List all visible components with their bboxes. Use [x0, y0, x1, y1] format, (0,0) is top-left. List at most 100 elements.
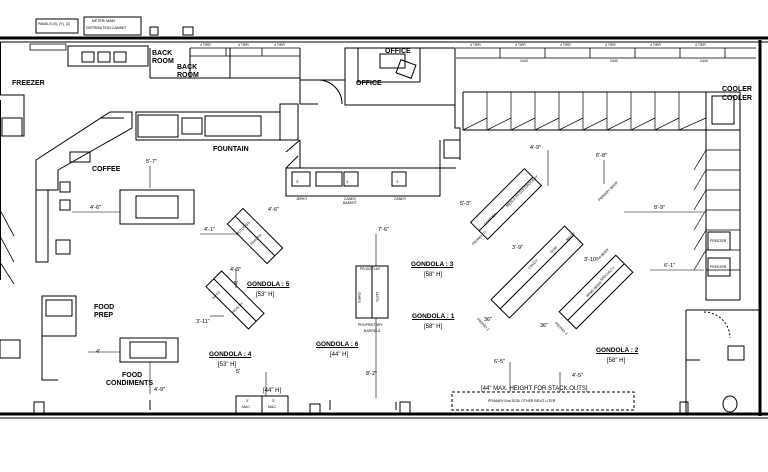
gondola-2-shape [558, 254, 634, 330]
dim-5: 5' [234, 281, 239, 287]
w2440-3: 2440 [700, 59, 708, 63]
food-condiments-label: FOOD [122, 372, 143, 379]
gondola-3-label: GONDOLA : 3 [411, 261, 454, 268]
mac-b-size: 3' [272, 399, 275, 403]
food-prep-counter [41, 295, 77, 381]
candy-basket-label-b: BASKET [343, 201, 357, 205]
gondola-1-height: [58" H] [424, 324, 443, 330]
stack-out-area [451, 391, 635, 411]
dim-8-9: 8'-9" [654, 205, 665, 211]
food-condiments-label-b: CONDIMENTS [106, 380, 154, 387]
dim-36a: 36" [484, 317, 493, 323]
dim-7-6: 7'-6" [378, 227, 389, 233]
fountain-label: FOUNTAIN [213, 146, 249, 153]
dim-36b: 36" [540, 323, 549, 329]
tier-label-2: 4 TIER [515, 43, 526, 47]
freezer-unit-b [707, 257, 731, 277]
mac-a-size: 3' [246, 399, 249, 403]
fixture-nuts: NUTS [375, 292, 379, 302]
mac-a-label: MAC. [242, 405, 251, 409]
gondola-5-height: [53" H] [256, 292, 275, 298]
gondola-1-shape [490, 225, 584, 319]
dim-4-6a: 4'-6" [90, 205, 101, 211]
candy-label: CANDY [394, 197, 407, 201]
tier-label-7: 4 TIER [200, 43, 211, 47]
dim-3-10: 3'-10" [584, 257, 599, 263]
w2440-1: 2440 [520, 59, 528, 63]
gondola-6-shape [355, 265, 389, 319]
dim-4-9b: 4'-9" [530, 145, 541, 151]
freezer-unit-a [707, 231, 731, 251]
food-prep-label-b: PREP [94, 312, 114, 319]
three-ft-c: 3' [396, 180, 399, 184]
freezer-box [0, 94, 25, 137]
back-room-sinks [67, 45, 149, 67]
gondola-3-height: [58" H] [424, 272, 443, 278]
dim-6-1: 6'-1" [664, 263, 675, 269]
dim-4-5: 4'-5" [572, 373, 583, 379]
three-ft-a: 3' [296, 180, 299, 184]
gondola-3-shape [469, 167, 543, 241]
stack-height-note: [44" MAX. HEIGHT FOR STACK OUTS] [481, 386, 588, 392]
office-top-label: OFFICE [385, 48, 411, 55]
back-room-label-2: BACK [177, 64, 198, 71]
back-room-label-2b: ROOM [177, 72, 199, 79]
jerky-label: JERKY [296, 197, 308, 201]
distribution-cabinet-label: DISTRIBUTION CABINET [86, 26, 127, 30]
barrels-label: BARRELS [364, 329, 381, 333]
mac-b-label: MAC. [268, 405, 277, 409]
mac-height: [44" H] [263, 388, 282, 394]
cooler-label-1: COOLER [722, 86, 752, 93]
dim-3-9: 3'-9" [512, 245, 523, 251]
gondola-1-label: GONDOLA : 1 [412, 313, 455, 320]
dim-4-3: 4'-3" [230, 267, 241, 273]
tier-label-9: 4 TIER [274, 43, 285, 47]
dim-5-3: 5'-3" [460, 201, 471, 207]
gondola-2-height: [58" H] [607, 358, 626, 364]
dim-4-1: 4'-1" [204, 227, 215, 233]
coffee-counter [35, 111, 133, 191]
cooler-label-2: COOLER [722, 95, 752, 102]
w2440-2: 2440 [610, 59, 618, 63]
dim-6-5: 6'-5" [494, 359, 505, 365]
freezer-unit-b-label: FREEZER [710, 265, 727, 269]
office-room [344, 47, 456, 106]
tier-label-8: 4 TIER [238, 43, 249, 47]
gondola-4-label: GONDOLA : 4 [209, 351, 252, 358]
gondola-6-label: GONDOLA : 6 [316, 341, 359, 348]
three-ft-b: 3' [346, 180, 349, 184]
proprietary-label: PROPRIETARY [358, 323, 383, 327]
panel-box [35, 18, 79, 34]
fixture-chips: CHIPS [357, 292, 361, 303]
panels-label: PANELS (X), (Y), (Z) [38, 22, 71, 26]
tier-label-5: 4 TIER [650, 43, 661, 47]
food-condiments-counter [119, 337, 179, 363]
tier-label-3: 4 TIER [560, 43, 571, 47]
gondola-5-label: GONDOLA : 5 [247, 281, 290, 288]
restroom-walls [685, 309, 760, 414]
dim-6-8: 6'-8" [596, 153, 607, 159]
meter-box [83, 16, 142, 36]
checkout-counter [285, 167, 441, 197]
stack-items-note: PRIMARY/2nd SOD/ OTHER BEV/2 LITER [488, 399, 556, 403]
dim-4: 4' [96, 349, 101, 355]
pb-display-label: PB DISPLAY [360, 267, 381, 271]
dim-5b: 5' [236, 369, 241, 375]
tier-label-6: 4 TIER [695, 43, 706, 47]
back-room-label-1: BACK [152, 50, 173, 57]
candy-basket-label: CANDY [344, 197, 357, 201]
island-table [119, 189, 195, 225]
tier-label-1: 4 TIER [470, 43, 481, 47]
meter-main-label: METER/ MAIN [92, 19, 115, 23]
tier-label-4: 4 TIER [605, 43, 616, 47]
freezer-label: FREEZER [12, 80, 45, 87]
dim-4-6b: 4'-6" [268, 207, 279, 213]
dim-3-11: 3'-11" [196, 319, 210, 325]
office-label: OFFICE [356, 80, 382, 87]
back-room-label-1b: ROOM [152, 58, 174, 65]
coffee-label: COFFEE [92, 166, 121, 173]
gondola-6-height: [44" H] [330, 352, 349, 358]
gondola-5-shape [226, 207, 284, 265]
